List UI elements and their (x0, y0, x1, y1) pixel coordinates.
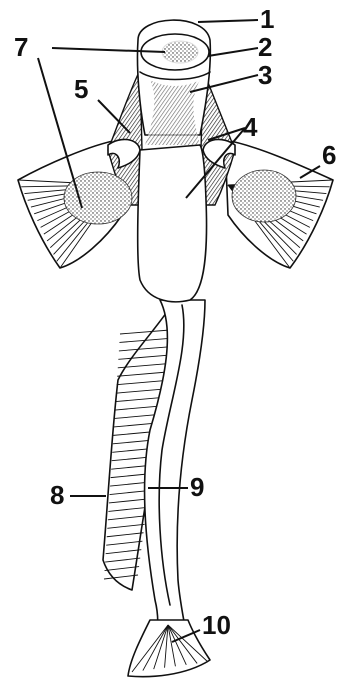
label-6: 6 (322, 140, 336, 170)
caudal-fin (128, 620, 210, 677)
label-2: 2 (258, 32, 272, 62)
label-1: 1 (260, 4, 274, 34)
label-10: 10 (202, 610, 231, 640)
head (137, 20, 210, 145)
label-7: 7 (14, 32, 28, 62)
label-4: 4 (243, 112, 258, 142)
right-fin-base (232, 170, 296, 222)
label-3: 3 (258, 60, 272, 90)
label-8: 8 (50, 480, 64, 510)
body (138, 145, 207, 302)
label-5: 5 (74, 74, 88, 104)
label-9: 9 (190, 472, 204, 502)
mouth-opening (162, 41, 198, 63)
